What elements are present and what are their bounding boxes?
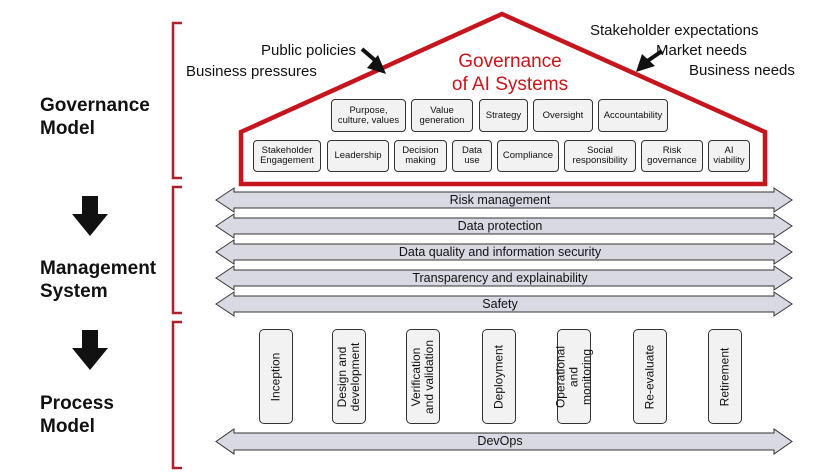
- governance-item: Risk governance: [641, 140, 703, 172]
- down-arrow-icon: [72, 330, 108, 370]
- house-title-line-2: of AI Systems: [451, 74, 569, 95]
- process-stage-operational: Operational and monitoring: [554, 329, 594, 424]
- governance-item: Stakeholder Engagement: [253, 140, 321, 172]
- management-band-arrow: [215, 187, 793, 213]
- governance-item: Social responsibility: [564, 140, 636, 172]
- layer-label-process: Process Model: [40, 393, 114, 437]
- management-band-arrow: [215, 291, 793, 317]
- management-band-label: Transparency and explainability: [412, 271, 588, 285]
- layer-label-management: Management System: [40, 258, 157, 302]
- devops-arrow: [215, 428, 793, 455]
- management-band-label: Safety: [482, 297, 518, 311]
- layer-label-governance: Governance Model: [40, 95, 150, 139]
- governance-item: Data use: [452, 140, 492, 172]
- process-stage-verification: Verification and validation: [406, 329, 440, 424]
- input-market-needs: Market needs: [656, 42, 747, 59]
- management-band-label: Data protection: [457, 219, 543, 233]
- management-band-arrow: [215, 265, 793, 291]
- governance-bracket: [171, 21, 182, 180]
- governance-item: Compliance: [497, 140, 559, 172]
- governance-item: Decision making: [394, 140, 447, 172]
- governance-item: Value generation: [411, 99, 473, 132]
- process-stage-retirement: Retirement: [708, 329, 742, 424]
- governance-item: Leadership: [327, 140, 389, 172]
- devops-label: DevOps: [477, 434, 523, 448]
- process-bracket: [171, 320, 182, 470]
- process-stage-design: Design and development: [332, 329, 366, 424]
- input-public-policies: Public policies: [261, 42, 357, 59]
- house-title-line-1: Governance: [458, 51, 562, 72]
- arrow-left-inputs-icon: [360, 47, 386, 74]
- arrow-right-inputs-icon: [636, 49, 664, 72]
- input-stakeholder-expectations: Stakeholder expectations: [590, 22, 759, 39]
- management-band-label: Data quality and information security: [398, 245, 602, 259]
- input-business-needs: Business needs: [689, 62, 795, 79]
- governance-item: AI viability: [708, 140, 750, 172]
- management-band-arrow: [215, 239, 793, 265]
- management-band-label: Risk management: [449, 193, 551, 207]
- down-arrow-icon: [72, 196, 108, 236]
- process-stage-reevaluate: Re-evaluate: [633, 329, 667, 424]
- process-stage-inception: Inception: [259, 329, 293, 424]
- process-stage-deployment: Deployment: [482, 329, 516, 424]
- governance-item: Oversight: [533, 99, 593, 132]
- input-business-pressures: Business pressures: [186, 63, 317, 80]
- governance-item: Strategy: [479, 99, 528, 132]
- management-bracket: [171, 185, 182, 315]
- management-band-arrow: [215, 213, 793, 239]
- governance-item: Accountability: [598, 99, 668, 132]
- governance-item: Purpose, culture, values: [331, 99, 406, 132]
